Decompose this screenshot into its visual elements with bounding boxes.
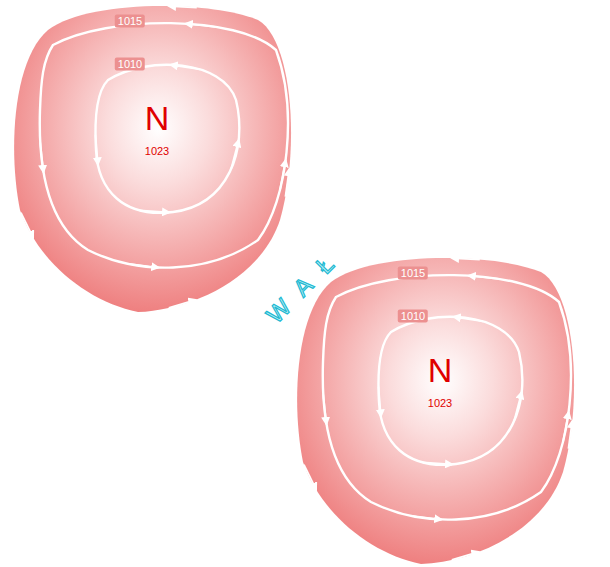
wind-arrow: [285, 169, 289, 197]
isobar-line: [40, 23, 288, 268]
pressure-area-shape: [8, 0, 298, 315]
pressure-value: 1023: [428, 398, 452, 409]
wind-arrow: [422, 462, 452, 464]
wind-arrow: [563, 412, 569, 441]
pressure-value: 1023: [145, 146, 169, 157]
wind-arrow: [139, 210, 169, 212]
high-pressure-area: 1015 1010N 1023: [291, 252, 581, 567]
pressure-area-fill: [297, 258, 574, 564]
wind-arrow: [323, 394, 326, 424]
wind-arrow: [21, 213, 33, 238]
wind-arrow: [304, 465, 316, 490]
wind-arrow: [514, 392, 522, 421]
isobar-line: [323, 275, 571, 520]
high-pressure-area: 1015 1010N 1023: [8, 0, 298, 315]
wind-arrow: [469, 276, 499, 279]
wind-arrow: [280, 160, 286, 189]
pressure-center-symbol: N: [428, 353, 453, 387]
wind-arrow: [169, 6, 197, 7]
isobar-label: 1015: [398, 267, 428, 280]
wind-arrow: [452, 552, 479, 560]
pressure-area-fill: [14, 6, 291, 312]
wind-arrow: [169, 300, 196, 308]
wind-arrow: [40, 142, 43, 172]
isobar-label: 1010: [115, 58, 145, 71]
wind-arrow: [412, 516, 442, 520]
wind-arrow: [186, 24, 216, 27]
wind-arrow: [171, 65, 201, 70]
isobar-line: [96, 65, 240, 213]
wind-arrow: [96, 135, 98, 165]
wind-arrow: [454, 317, 484, 322]
wind-arrow: [231, 140, 239, 169]
pressure-area-shape: [291, 252, 581, 567]
wind-arrow: [129, 264, 159, 268]
pressure-center-symbol: N: [145, 101, 170, 135]
isobar-label: 1010: [398, 310, 428, 323]
wind-arrow: [379, 387, 381, 417]
wind-arrow: [452, 258, 480, 259]
isobar-label: 1015: [115, 15, 145, 28]
isobar-line: [379, 317, 523, 465]
wind-arrow: [568, 421, 572, 449]
